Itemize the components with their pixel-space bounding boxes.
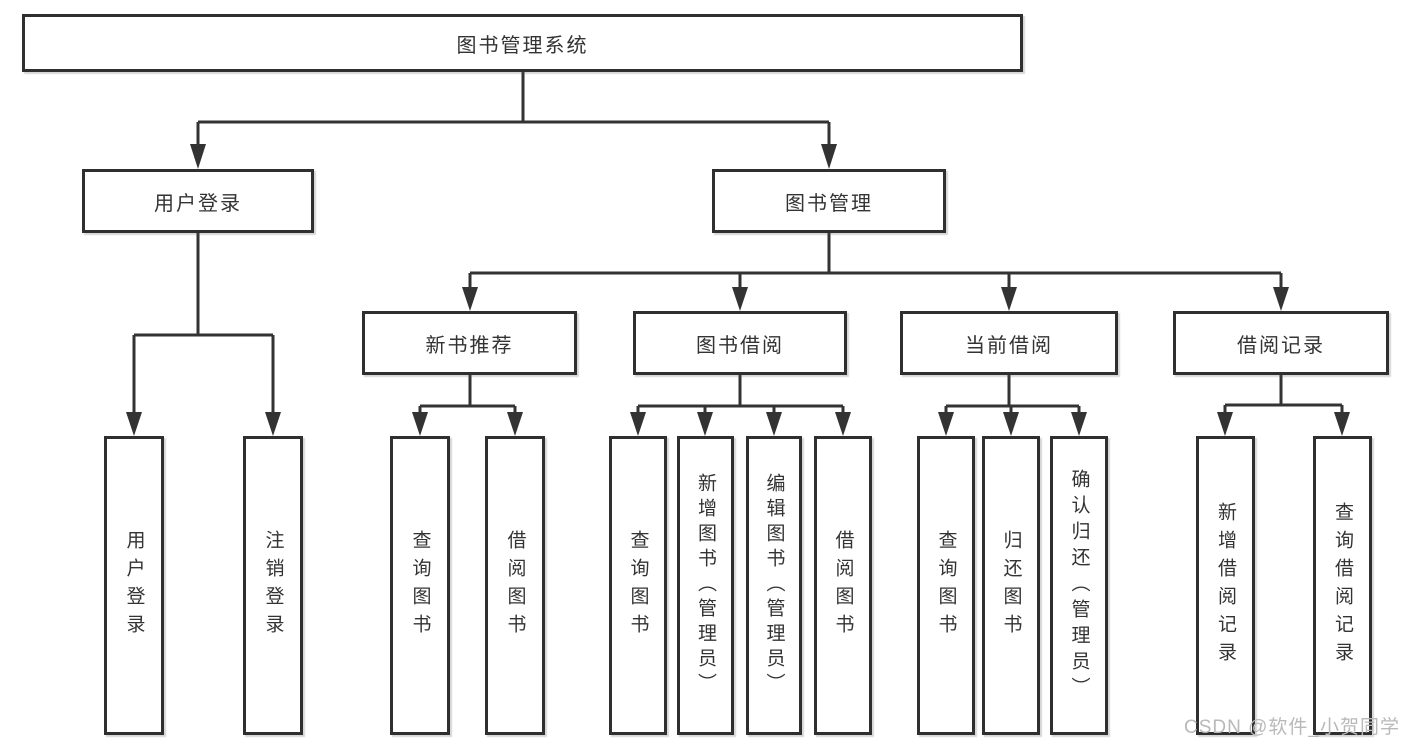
leaf-current-query-book-label: 查询图书: [935, 529, 957, 642]
leaf-user-login-label: 用户登录: [123, 529, 145, 642]
leaf-edit-book-admin: 编辑图书（管理员）: [746, 436, 802, 735]
node-book-borrow-label: 图书借阅: [696, 334, 784, 357]
leaf-current-query-book: 查询图书: [917, 436, 975, 735]
leaf-add-borrow-record: 新增借阅记录: [1196, 436, 1255, 735]
leaf-borrow-query-book: 查询图书: [609, 436, 667, 735]
leaf-edit-book-admin-label: 编辑图书（管理员）: [763, 473, 785, 698]
leaf-recommend-query-book: 查询图书: [390, 436, 450, 735]
leaf-recommend-query-book-label: 查询图书: [409, 529, 431, 642]
node-new-book-recommend: 新书推荐: [362, 311, 577, 375]
leaf-user-login: 用户登录: [104, 436, 164, 735]
leaf-recommend-borrow-book: 借阅图书: [485, 436, 545, 735]
leaf-add-book-admin-label: 新增图书（管理员）: [695, 473, 716, 698]
leaf-confirm-return-admin-label: 确认归还（管理员）: [1068, 468, 1090, 703]
leaf-add-borrow-record-label: 新增借阅记录: [1215, 501, 1236, 670]
leaf-logout-label: 注销登录: [262, 529, 284, 642]
node-current-borrow-label: 当前借阅: [965, 334, 1053, 357]
node-book-management-label: 图书管理: [785, 192, 873, 215]
node-borrow-records: 借阅记录: [1173, 311, 1389, 375]
node-user-login: 用户登录: [82, 169, 314, 233]
leaf-query-borrow-record-label: 查询借阅记录: [1332, 501, 1353, 670]
node-new-book-recommend-label: 新书推荐: [425, 334, 514, 357]
leaf-recommend-borrow-book-label: 借阅图书: [504, 529, 526, 642]
leaf-borrow-book-label: 借阅图书: [832, 529, 854, 642]
node-book-borrow: 图书借阅: [633, 311, 847, 375]
leaf-add-book-admin: 新增图书（管理员）: [677, 436, 734, 735]
leaf-borrow-query-book-label: 查询图书: [627, 529, 649, 642]
node-root: 图书管理系统: [22, 14, 1023, 72]
leaf-confirm-return-admin: 确认归还（管理员）: [1050, 436, 1108, 735]
leaf-borrow-book: 借阅图书: [814, 436, 872, 735]
node-current-borrow: 当前借阅: [900, 311, 1118, 375]
node-user-login-label: 用户登录: [154, 192, 242, 215]
leaf-logout: 注销登录: [243, 436, 303, 735]
node-root-label: 图书管理系统: [456, 34, 589, 57]
node-borrow-records-label: 借阅记录: [1237, 334, 1325, 357]
node-book-management: 图书管理: [712, 169, 946, 233]
leaf-return-book: 归还图书: [982, 436, 1040, 735]
leaf-return-book-label: 归还图书: [1000, 529, 1022, 642]
csdn-watermark: CSDN @软件_小贺同学: [1184, 717, 1400, 738]
leaf-query-borrow-record: 查询借阅记录: [1313, 436, 1372, 735]
